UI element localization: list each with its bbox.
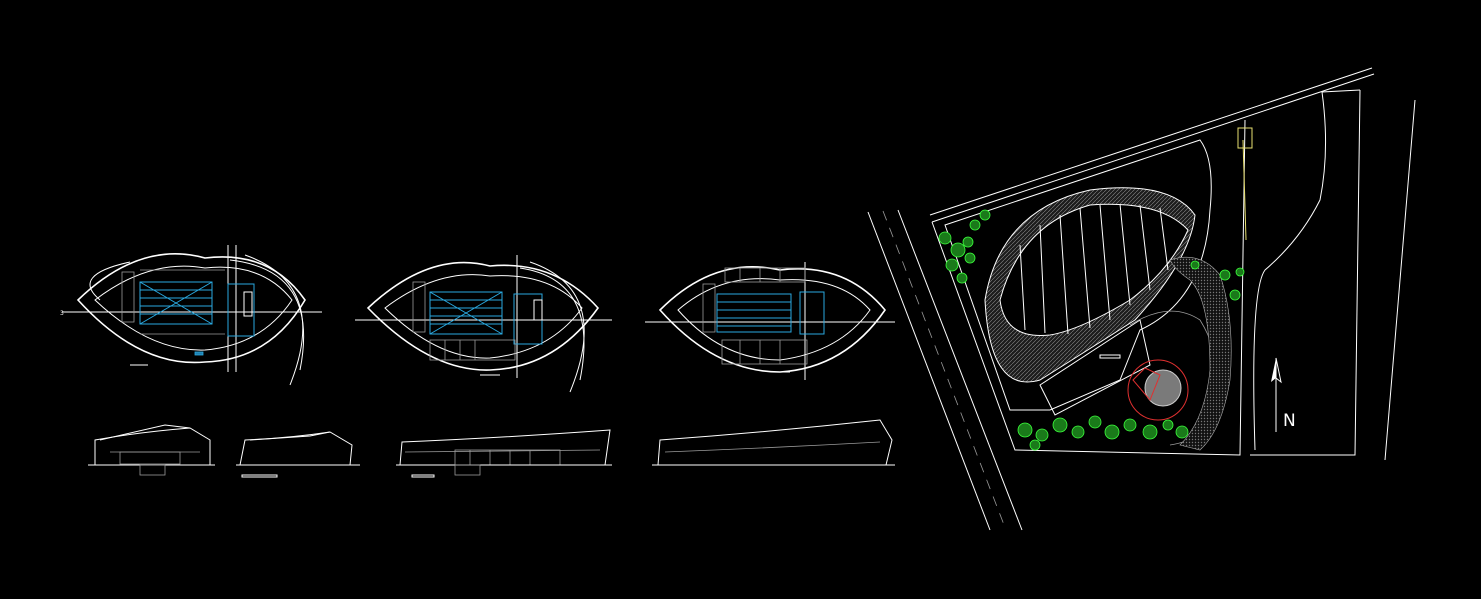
section-3 bbox=[396, 429, 612, 478]
north-label: N bbox=[1283, 411, 1296, 431]
section-1 bbox=[88, 424, 215, 476]
floor-plan-3 bbox=[645, 262, 895, 380]
site-plan: N bbox=[867, 67, 1416, 531]
north-arrow: N bbox=[1271, 357, 1296, 432]
trees-west bbox=[938, 209, 991, 284]
section-4 bbox=[652, 419, 895, 466]
section-2 bbox=[236, 431, 360, 478]
svg-text:3: 3 bbox=[60, 310, 64, 317]
floor-plan-2 bbox=[355, 255, 612, 393]
floor-plan-1: 3 bbox=[60, 245, 322, 386]
trees-east bbox=[1190, 260, 1245, 301]
trees-south bbox=[1017, 415, 1189, 451]
